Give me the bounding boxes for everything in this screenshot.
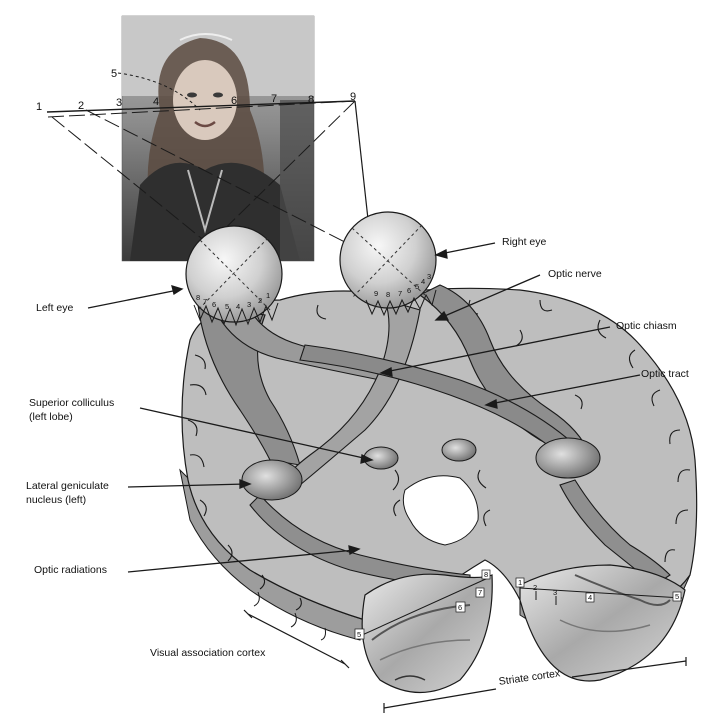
left-retina-numbers: 8 7 6 5 4 3 2 1 (196, 291, 270, 311)
retina-number: 5 (415, 282, 419, 291)
lateral-geniculate-left (241, 459, 303, 501)
label-left-eye: Left eye (36, 302, 74, 314)
retina-number: 3 (427, 272, 431, 281)
retina-number: 8 (196, 293, 200, 302)
label-optic-radiations: Optic radiations (34, 564, 107, 576)
field-point: 6 (231, 95, 237, 107)
field-point: 8 (308, 94, 314, 106)
field-point: 9 (350, 91, 356, 103)
right-retina-numbers: 9 8 7 6 5 4 3 (374, 272, 431, 299)
retina-number: 8 (386, 290, 390, 299)
retina-number: 6 (407, 286, 411, 295)
cortex-marker: 2 (533, 583, 537, 592)
field-point: 4 (153, 96, 159, 108)
cortex-marker: 6 (458, 603, 462, 612)
retina-number: 9 (374, 289, 378, 298)
field-point: 5 (111, 68, 117, 80)
superior-colliculus-right (441, 438, 477, 462)
lateral-geniculate-right (535, 437, 601, 479)
field-point-numbers: 1 2 3 4 5 6 7 8 9 (36, 68, 356, 113)
right-cortex-wedge (519, 564, 686, 682)
label-lateral-geniculate: Lateral geniculate (26, 480, 109, 492)
cortex-marker: 8 (484, 570, 488, 579)
retina-number: 3 (247, 300, 251, 309)
left-cortex-markers: 5 6 7 8 (354, 569, 491, 640)
field-point: 7 (271, 93, 277, 105)
label-optic-nerve: Optic nerve (548, 268, 602, 280)
cortex-marker: 4 (588, 593, 592, 602)
field-point: 3 (116, 97, 122, 109)
label-lateral-geniculate-sub: nucleus (left) (26, 494, 87, 506)
label-optic-tract: Optic tract (641, 368, 689, 380)
label-optic-chiasm: Optic chiasm (616, 320, 677, 332)
label-right-eye: Right eye (502, 236, 547, 248)
right-eye-globe (339, 211, 437, 317)
cortex-marker: 5 (357, 630, 361, 639)
nuclei (241, 437, 601, 501)
field-point: 1 (36, 101, 42, 113)
retina-number: 6 (212, 300, 216, 309)
leader-lines (87, 242, 641, 573)
right-cortex-markers: 1 2 3 4 5 (515, 577, 683, 605)
cortex-marker: 7 (478, 588, 482, 597)
scale-brackets (243, 609, 687, 713)
retina-number: 7 (398, 289, 402, 298)
cortex-marker: 3 (553, 588, 557, 597)
cortex-marker: 1 (518, 578, 522, 587)
left-cortex-wedge (361, 573, 493, 694)
retina-number: 2 (258, 296, 262, 305)
cortex-marker: 5 (675, 592, 679, 601)
label-superior-colliculus: Superior colliculus (29, 397, 115, 409)
retina-number: 4 (236, 302, 240, 311)
visual-field-photo (121, 15, 315, 262)
retina-number: 1 (266, 291, 270, 300)
left-eye-globe (185, 225, 283, 327)
field-point: 2 (78, 100, 84, 112)
label-visual-association-cortex: Visual association cortex (150, 647, 266, 659)
retina-number: 7 (203, 297, 207, 306)
retina-number: 5 (225, 302, 229, 311)
label-superior-colliculus-sub: (left lobe) (29, 411, 73, 423)
retina-number: 4 (421, 277, 425, 286)
